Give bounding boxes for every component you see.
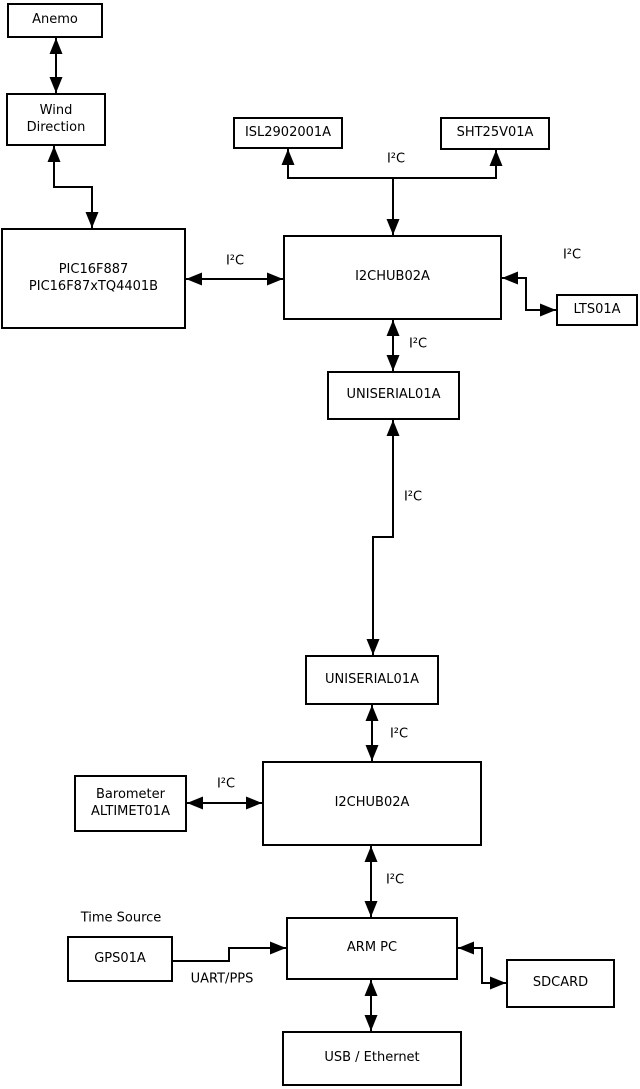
edge-label-i2c-barometer-hub2: I²C (216, 776, 236, 792)
node-i2chub02a-top-label: I2CHUB02A (355, 269, 430, 285)
node-uniserial01a-bottom: UNISERIAL01A (305, 655, 439, 705)
edge-label-i2c-hub2-armpc: I²C (385, 872, 405, 888)
node-sdcard: SDCARD (506, 959, 615, 1008)
node-sdcard-label: SDCARD (532, 975, 589, 991)
node-uniserial01a-top-label: UNISERIAL01A (346, 387, 441, 403)
edge-hub1-lts (502, 271, 556, 317)
node-gps01a: GPS01A (67, 936, 173, 982)
node-sht25v01a: SHT25V01A (440, 117, 550, 150)
node-wind-direction-label-line1: Wind (39, 102, 73, 118)
edge-label-i2c-pic-hub: I²C (225, 253, 245, 269)
node-barometer-label-line1: Barometer (96, 786, 165, 802)
node-wind-direction-label-line2: Direction (26, 119, 86, 135)
node-i2chub02a-top: I2CHUB02A (283, 235, 502, 320)
node-arm-pc: ARM PC (286, 917, 458, 980)
edge-label-i2c-sensor-bus: I²C (386, 151, 406, 167)
node-barometer-altimet01a: Barometer ALTIMET01A (74, 775, 187, 832)
node-isl2902001a-label: ISL2902001A (244, 124, 332, 140)
node-sht25v01a-label: SHT25V01A (456, 125, 534, 141)
edge-gps-armpc (173, 941, 286, 962)
node-lts01a: LTS01A (556, 294, 638, 326)
edge-wind-pic (47, 146, 99, 228)
edge-uniserial1-uniserial2 (366, 420, 400, 655)
edge-label-i2c-uniserial-hub2: I²C (389, 726, 409, 742)
node-lts01a-label: LTS01A (573, 301, 621, 317)
edge-armpc-sdcard (458, 941, 506, 990)
node-uniserial01a-bottom-label: UNISERIAL01A (325, 671, 419, 687)
node-i2chub02a-bottom-label: I2CHUB02A (334, 795, 410, 811)
node-arm-pc-label: ARM PC (346, 940, 398, 956)
node-pic16f887: PIC16F887 PIC16F87xTQ4401B (1, 228, 186, 329)
edge-label-i2c-hub-uniserial: I²C (408, 336, 428, 352)
node-barometer-label-line2: ALTIMET01A (91, 803, 170, 819)
edge-label-uart-pps: UART/PPS (190, 971, 254, 987)
node-uniserial01a-top: UNISERIAL01A (327, 371, 460, 420)
node-pic16f887-label-line1: PIC16F887 (58, 261, 129, 277)
node-wind-direction: Wind Direction (6, 93, 106, 146)
node-anemo: Anemo (7, 3, 103, 38)
node-gps01a-label: GPS01A (94, 950, 146, 966)
edge-label-i2c-hub-lts: I²C (562, 247, 582, 263)
node-i2chub02a-bottom: I2CHUB02A (262, 761, 482, 846)
edge-label-i2c-uniserial-link: I²C (403, 489, 423, 505)
node-pic16f887-label-line2: PIC16F87xTQ4401B (28, 278, 159, 294)
node-anemo-label: Anemo (32, 12, 78, 28)
node-usb-ethernet-label: USB / Ethernet (324, 1050, 420, 1066)
annotation-time-source: Time Source (80, 910, 162, 926)
node-isl2902001a: ISL2902001A (233, 117, 343, 149)
node-usb-ethernet: USB / Ethernet (282, 1031, 462, 1086)
